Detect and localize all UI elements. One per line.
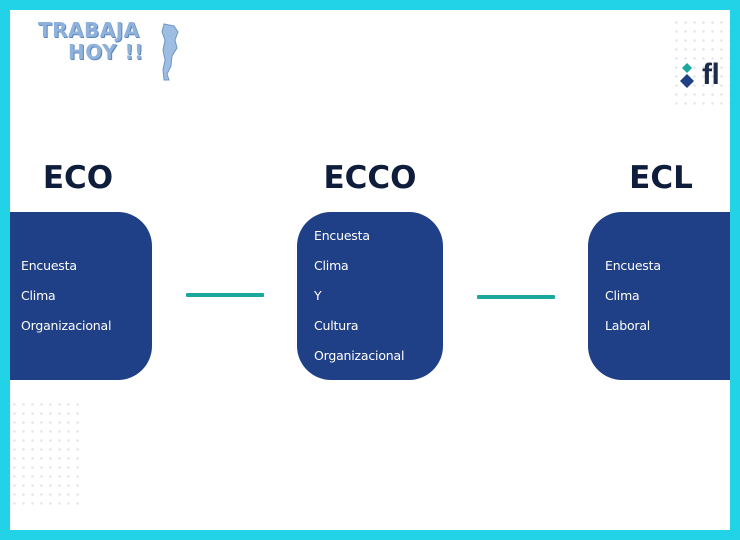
node-line: Clima <box>605 288 640 303</box>
node-line: Organizacional <box>21 318 112 333</box>
node-title-ecl: ECL <box>629 160 693 196</box>
node-title-ecco: ECCO <box>323 160 417 196</box>
node-line: Y <box>314 288 322 303</box>
node-line: Encuesta <box>605 258 661 273</box>
trabaja-hoy-logo: TRABAJA HOY !! <box>38 19 144 63</box>
node-line: Clima <box>21 288 56 303</box>
logo-line-1: TRABAJA <box>38 18 140 42</box>
node-line: Encuesta <box>21 258 77 273</box>
node-box-eco: Encuesta Clima Organizacional <box>10 212 152 380</box>
logo-line-2: HOY !! <box>68 40 144 64</box>
slide-frame: TRABAJA HOY !! fl ECO Encuesta Clima Org… <box>10 10 730 530</box>
node-title-eco: ECO <box>42 160 114 196</box>
brand-text: fl <box>702 58 720 91</box>
node-line: Laboral <box>605 318 651 333</box>
diamond-logo-icon <box>680 63 694 88</box>
flow-brand-logo: fl <box>678 58 720 92</box>
dot-pattern <box>10 400 80 510</box>
node-line: Encuesta <box>314 228 370 243</box>
node-line: Organizacional <box>314 348 405 363</box>
node-box-ecl: Encuesta Clima Laboral <box>588 212 730 380</box>
dot-pattern <box>672 18 730 108</box>
connector-line <box>477 295 555 299</box>
node-line: Clima <box>314 258 349 273</box>
node-line: Cultura <box>314 318 359 333</box>
connector-line <box>186 293 264 297</box>
argentina-map-icon <box>161 23 179 81</box>
node-box-ecco: Encuesta Clima Y Cultura Organizacional <box>297 212 443 380</box>
